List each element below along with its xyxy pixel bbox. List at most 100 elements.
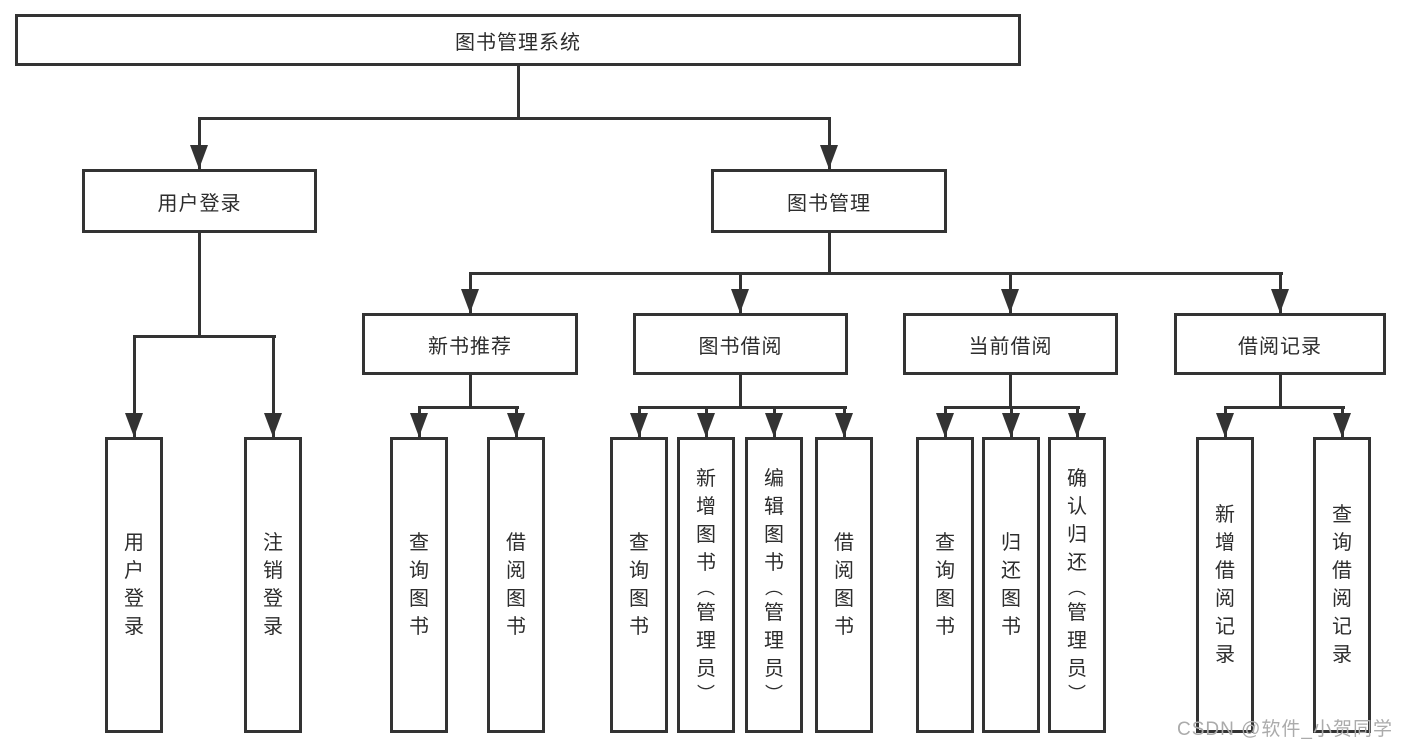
connector-line	[133, 335, 276, 338]
arrow-down-icon	[507, 413, 525, 437]
leaf-label-char: 书	[629, 616, 649, 638]
leaf-label-char: 借	[834, 532, 854, 554]
leaf-label-char: 编	[764, 468, 784, 490]
leaf-label-char: 借	[1215, 560, 1235, 582]
node-label: 图书借阅	[698, 335, 783, 358]
connector-line	[828, 117, 831, 169]
node-label: 借阅记录	[1238, 335, 1322, 358]
node-label: 当前借阅	[968, 335, 1053, 358]
connector-line	[739, 375, 742, 409]
leaf-label-char: 用	[124, 532, 144, 554]
node-label: 图书管理	[787, 192, 871, 215]
leaf-label-char: 理	[696, 630, 716, 652]
leaf-label-char: 还	[1067, 552, 1087, 574]
leaf-label-char: 记	[1332, 616, 1352, 638]
leaf-label-char: 登	[263, 588, 283, 610]
connector-line	[1279, 375, 1282, 409]
arrow-down-icon	[835, 413, 853, 437]
node-book-management: 图书管理	[711, 169, 947, 233]
leaf-label-char: 归	[1067, 524, 1087, 546]
arrow-down-icon	[125, 413, 143, 437]
leaf-label-char: 增	[696, 496, 716, 518]
leaf-label-char: 书	[409, 616, 429, 638]
leaf-label-char: 销	[263, 560, 283, 582]
node-current-borrow: 当前借阅	[903, 313, 1118, 375]
connector-line	[517, 66, 520, 120]
leaf-user-login: 用户登录	[105, 437, 163, 733]
leaf-label-char: 书	[935, 616, 955, 638]
connector-line	[198, 117, 831, 120]
leaf-bb-search-books: 查询图书	[610, 437, 668, 733]
leaf-label-char: ︵	[765, 578, 783, 598]
connector-line	[272, 335, 275, 437]
arrow-down-icon	[1068, 413, 1086, 437]
connector-line	[1009, 375, 1012, 409]
leaf-label-char: 询	[1332, 532, 1352, 554]
leaf-label-char: 录	[1215, 644, 1235, 666]
leaf-label-char: 书	[1001, 616, 1021, 638]
arrow-down-icon	[765, 413, 783, 437]
csdn-watermark: CSDN @软件_小贺同学	[1177, 719, 1393, 740]
leaf-label-char: 书	[696, 552, 716, 574]
node-label: 新书推荐	[428, 335, 512, 358]
arrow-down-icon	[1271, 289, 1289, 313]
arrow-down-icon	[190, 145, 208, 169]
leaf-nb-borrow-books: 借阅图书	[487, 437, 545, 733]
arrow-down-icon	[410, 413, 428, 437]
leaf-label-char: 登	[124, 588, 144, 610]
leaf-label-char: 阅	[506, 560, 526, 582]
node-library-system: 图书管理系统	[15, 14, 1021, 66]
leaf-label-char: 阅	[1332, 588, 1352, 610]
leaf-label-char: 借	[506, 532, 526, 554]
leaf-logout: 注销登录	[244, 437, 302, 733]
node-user-login: 用户登录	[82, 169, 317, 233]
leaf-label-char: 询	[629, 560, 649, 582]
leaf-label-char: 辑	[764, 496, 784, 518]
connector-line	[469, 272, 1283, 275]
arrow-down-icon	[1216, 413, 1234, 437]
leaf-cb-search-books: 查询图书	[916, 437, 974, 733]
leaf-label-char: 图	[506, 588, 526, 610]
leaf-label-char: 记	[1215, 616, 1235, 638]
connector-line	[133, 335, 136, 437]
leaf-cb-return-books: 归还图书	[982, 437, 1040, 733]
leaf-label-char: 理	[764, 630, 784, 652]
leaf-label-char: 管	[696, 602, 716, 624]
leaf-label-char: ︵	[697, 578, 715, 598]
connector-line	[1224, 406, 1345, 409]
connector-line	[198, 117, 201, 169]
leaf-label-char: ︶	[697, 684, 715, 704]
arrow-down-icon	[731, 289, 749, 313]
leaf-label-char: 归	[1001, 532, 1021, 554]
leaf-label-char: 理	[1067, 630, 1087, 652]
arrow-down-icon	[461, 289, 479, 313]
leaf-label-char: 员	[696, 658, 716, 680]
leaf-label-char: 书	[834, 616, 854, 638]
leaf-label-char: 录	[124, 616, 144, 638]
leaf-label-char: 还	[1001, 560, 1021, 582]
leaf-label-char: 图	[696, 524, 716, 546]
leaf-label-char: ︶	[1068, 684, 1086, 704]
arrow-down-icon	[264, 413, 282, 437]
leaf-label-char: 新	[696, 468, 716, 490]
leaf-label-char: 书	[764, 552, 784, 574]
node-label: 用户登录	[157, 192, 242, 215]
leaf-label-char: 询	[935, 560, 955, 582]
connector-line	[418, 406, 519, 409]
leaf-label-char: 员	[1067, 658, 1087, 680]
leaf-label-char: ︵	[1068, 578, 1086, 598]
leaf-bb-edit-books-admin: 编辑图书︵管理员︶	[745, 437, 803, 733]
leaf-label-char: 查	[1332, 504, 1352, 526]
leaf-label-char: 查	[935, 532, 955, 554]
leaf-nb-search-books: 查询图书	[390, 437, 448, 733]
leaf-label-char: 阅	[834, 560, 854, 582]
arrow-down-icon	[1001, 289, 1019, 313]
leaf-label-char: 图	[409, 588, 429, 610]
leaf-label-char: 录	[1332, 644, 1352, 666]
leaf-label-char: 增	[1215, 532, 1235, 554]
leaf-label-char: 图	[1001, 588, 1021, 610]
leaf-label-char: 图	[764, 524, 784, 546]
connector-line	[828, 233, 831, 275]
leaf-label-char: 查	[629, 532, 649, 554]
